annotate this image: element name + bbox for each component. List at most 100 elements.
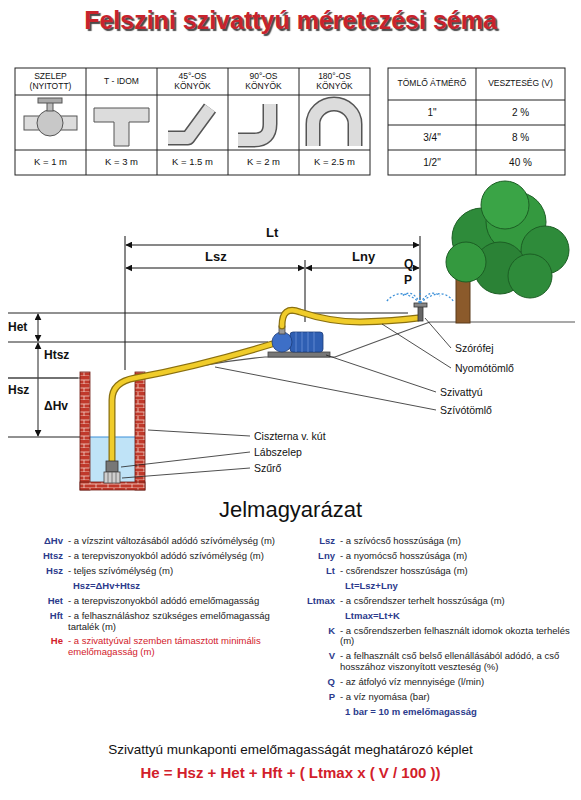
foot-valve — [106, 461, 118, 472]
legend-description: - a csőrendszerben felhasznált idomok ok… — [340, 626, 574, 648]
legend-description: - a felhasználáshoz szükséges emelőmagas… — [68, 611, 278, 633]
elbow-180-icon — [313, 104, 355, 146]
page-title: Felszini szivattyú méretezési séma — [0, 6, 581, 35]
tee-icon — [94, 108, 149, 146]
callout-label: Szórófej — [455, 342, 494, 354]
strainer — [104, 472, 120, 483]
tree — [481, 181, 529, 229]
height-dimension — [38, 314, 39, 341]
legend-row: Hsz=ΔHv+Htsz — [10, 581, 278, 592]
pump — [296, 332, 314, 352]
legend-description: - a víz nyomása (bar) — [340, 692, 574, 703]
callout-label: Nyomótömlő — [455, 362, 514, 374]
legend-symbol: Hsz — [10, 566, 68, 577]
legend-description: - a terepviszonyokból adódó emelőmagassá… — [68, 596, 278, 607]
fitting-table — [15, 68, 370, 175]
legend-symbol: Lny — [290, 551, 340, 562]
table-cell: K = 1 m — [15, 150, 86, 175]
table-header: 180°-OS KÖNYÖK — [299, 68, 370, 95]
table-cell: 40 % — [476, 150, 565, 175]
legend-symbol: Htsz — [10, 551, 68, 562]
table-cell: 1/2" — [388, 150, 476, 175]
leader-line — [122, 468, 250, 478]
legend-symbol: K — [290, 626, 340, 637]
legend-column: ΔHv- a vízszint változásából adódó szívó… — [10, 536, 278, 662]
table-cell: K = 3 m — [86, 150, 157, 175]
hose-loss-table — [388, 68, 565, 175]
water-spray — [402, 293, 420, 303]
legend-description: - az átfolyó víz mennyisége (l/min) — [340, 677, 574, 688]
legend-row: 1 bar = 10 m emelőmagasság — [290, 707, 574, 718]
strainer — [108, 472, 116, 483]
legend-symbol: He — [10, 636, 68, 647]
table-header: T - IDOM — [86, 68, 157, 95]
leader-line — [215, 367, 436, 410]
fitting-table — [299, 68, 300, 175]
callout-label: Lábszelep — [254, 446, 302, 458]
pump — [268, 352, 330, 357]
dimension-label: Lsz — [205, 250, 227, 265]
dimension-label: Lny — [352, 250, 375, 265]
tee-icon — [94, 108, 149, 146]
elbow-45-icon — [168, 108, 210, 138]
fitting-table — [86, 68, 87, 175]
well — [135, 372, 145, 490]
sprinkler — [414, 303, 427, 307]
legend-symbol: V — [290, 651, 340, 662]
height-dimension — [8, 342, 268, 343]
legend-formula: Ltmax=Lt+K — [345, 611, 400, 622]
legend-description: - a szívócső hosszúsága (m) — [340, 536, 574, 547]
legend-symbol: Q — [290, 677, 340, 688]
legend-row: K- a csőrendszerben felhasznált idomok o… — [290, 626, 574, 648]
valve-icon — [38, 98, 62, 103]
formula: He = Hsz + Het + Hft + ( Ltmax x ( V / 1… — [0, 764, 581, 781]
legend-row: Lt- csőrendszer hosszúsága (m) — [290, 566, 574, 577]
legend-symbol: Lt — [290, 566, 340, 577]
leader-line — [425, 318, 451, 348]
elbow-45-icon — [168, 108, 210, 138]
length-dimension — [125, 236, 126, 370]
leader-line — [121, 318, 451, 478]
legend-symbol: P — [290, 692, 340, 703]
pump — [268, 326, 330, 357]
height-dimension — [8, 437, 88, 438]
legend-row: He- a szivattyúval szemben támasztott mi… — [10, 636, 278, 658]
table-header: 90°-OS KÖNYÖK — [228, 68, 299, 95]
legend-description: - a nyomócső hosszúsága (m) — [340, 551, 574, 562]
water-spray — [420, 293, 440, 303]
water-spray — [386, 290, 454, 303]
callout-label: Szivattyú — [440, 386, 483, 398]
legend-symbol: Lsz — [290, 536, 340, 547]
table-header: 45°-OS KÖNYÖK — [157, 68, 228, 95]
length-dimension — [306, 268, 419, 269]
legend-row: Q- az átfolyó víz mennyisége (l/min) — [290, 677, 574, 688]
fitting-table — [157, 68, 158, 175]
legend-row: Lny- a nyomócső hosszúsága (m) — [290, 551, 574, 562]
height-dimension — [8, 313, 408, 314]
fitting-table — [15, 95, 370, 96]
tree — [446, 181, 569, 323]
hose-loss-table — [388, 68, 565, 175]
table-cell: K = 1.5 m — [157, 150, 228, 175]
flow-label: Q — [404, 258, 413, 272]
height-label: Htsz — [44, 349, 69, 363]
height-label: Hsz — [8, 384, 29, 398]
legend-row: Hft- a felhasználáshoz szükséges emelőma… — [10, 611, 278, 633]
valve-icon — [37, 110, 63, 136]
dimension-label: Lt — [266, 226, 278, 241]
legend-description: - a vízszint változásából adódó szívómél… — [68, 536, 278, 547]
legend-row: Hsz- teljes szívómélység (m) — [10, 566, 278, 577]
legend-description: - a csőrendszer terhelt hosszúsága (m) — [340, 596, 574, 607]
legend-heading: Jelmagyarázat — [0, 497, 581, 522]
height-label: Het — [8, 321, 27, 335]
elbow-90-icon — [238, 104, 270, 140]
well — [80, 372, 90, 490]
table-cell: 3/4" — [388, 125, 476, 150]
sprinkler — [418, 306, 423, 321]
leader-line — [121, 452, 250, 467]
pump — [272, 332, 292, 352]
tree — [446, 242, 486, 282]
callout-label: Ciszterna v. kút — [254, 430, 326, 442]
